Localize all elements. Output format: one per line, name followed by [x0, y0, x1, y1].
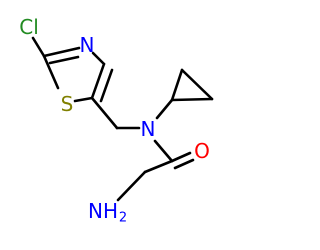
atom-label-nh2-subscript: 2	[119, 211, 127, 226]
atom-label-s: S	[61, 92, 74, 116]
bond-n-carbonyl	[153, 139, 174, 163]
bond-cyclopropyl-c	[170, 97, 214, 102]
atom-label-n-amide: N	[141, 117, 156, 141]
atom-label-nh2: NH	[88, 199, 118, 223]
bond-carbonyl-ch2	[143, 159, 174, 174]
atom-labels: Cl S N N O NH 2	[19, 15, 210, 226]
bond-c4-c5-second	[99, 68, 114, 103]
bond-c-o-second	[173, 158, 195, 170]
bond-n3-c4	[91, 51, 106, 66]
atom-label-o: O	[194, 139, 210, 163]
atom-label-cl: Cl	[19, 15, 39, 39]
molecule-structure-diagram: Cl S N N O NH 2	[19, 15, 214, 226]
bond-ch2-nh2	[116, 170, 147, 202]
bond-cl-c2	[31, 36, 46, 58]
bond-cyclopropyl-b	[180, 68, 214, 101]
bond-c2-n3-second	[48, 55, 80, 65]
bond-c-o	[170, 151, 192, 163]
bond-n-cyclopropyl	[155, 98, 174, 120]
bond-cyclopropyl-a	[170, 68, 184, 102]
bonds	[31, 36, 214, 202]
bond-c5-s1	[73, 96, 94, 103]
bond-s1-c2	[42, 54, 60, 90]
bond-c2-n3	[42, 46, 81, 58]
bond-c5-ch2	[90, 96, 119, 130]
bond-c4-c5	[90, 62, 106, 100]
atom-label-n-ring: N	[80, 33, 95, 57]
